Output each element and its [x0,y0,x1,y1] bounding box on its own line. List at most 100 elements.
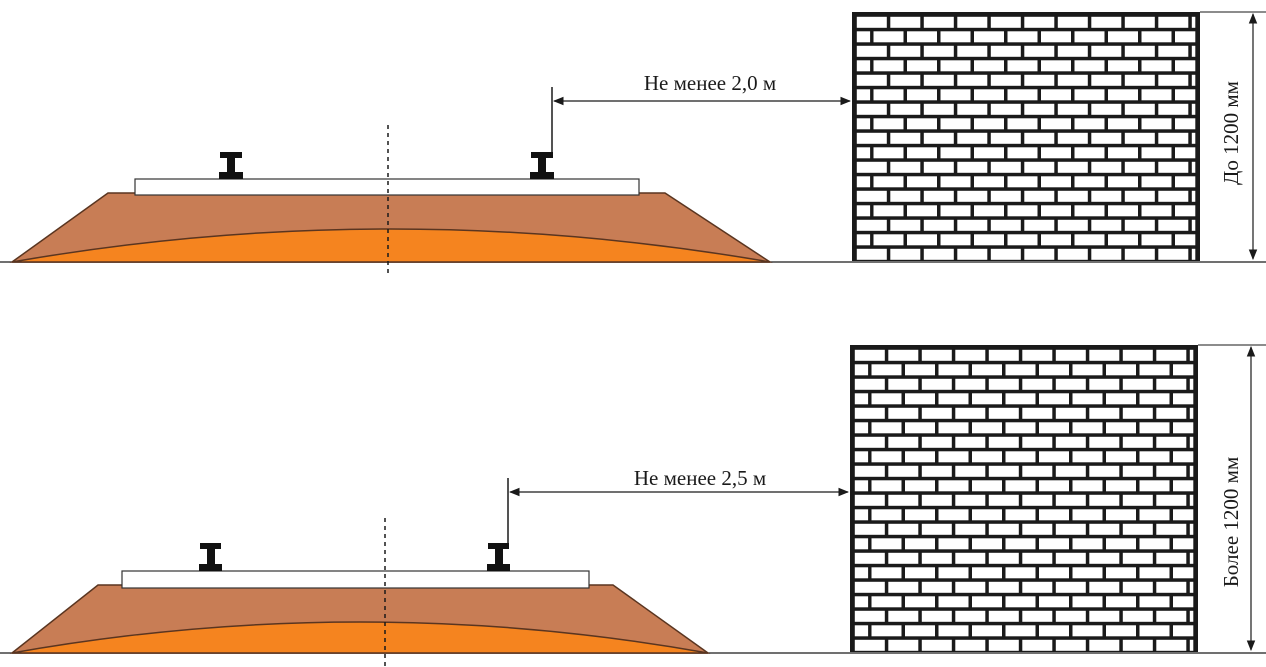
brick [1041,205,1071,217]
brick [1158,103,1189,115]
brick [1106,625,1136,637]
brick [1106,422,1136,434]
brick [988,494,1019,506]
brick [1005,480,1036,492]
brick [856,118,871,130]
brick [1039,567,1069,579]
brick [1191,103,1196,115]
brick [888,436,919,448]
brick [871,422,902,434]
brick [1156,523,1187,535]
rail-right [487,543,510,571]
brick [940,234,971,246]
brick [907,89,937,101]
brick [974,205,1004,217]
brick [1022,639,1053,651]
brick [1055,523,1086,535]
brick [1173,480,1194,492]
brick [854,422,869,434]
brick [1091,74,1122,86]
brick [1072,422,1103,434]
brick [1039,509,1069,521]
brick [871,567,902,579]
brick [1089,523,1120,535]
brick [1055,378,1086,390]
brick [1173,596,1194,608]
brick [873,176,904,188]
brick [972,596,1002,608]
brick [988,552,1019,564]
brick [1158,190,1189,202]
brick [1106,364,1136,376]
brick [1091,190,1122,202]
brick [1055,465,1086,477]
brick [1141,205,1172,217]
brick [1074,118,1105,130]
brick [905,509,935,521]
brick [1024,45,1055,57]
brick [1039,451,1069,463]
brick [907,31,937,43]
brick [974,176,1004,188]
brick [1039,393,1069,405]
brick [854,610,885,622]
brick [923,161,954,173]
brick [1024,248,1055,260]
brick [1124,45,1155,57]
brick [1122,581,1153,593]
brick [871,625,902,637]
height-label: Более 1200 мм [1219,457,1243,587]
brick [1139,451,1170,463]
brick [1057,190,1088,202]
brick [1156,494,1187,506]
brick [1007,89,1038,101]
brick [1122,552,1153,564]
brick [854,407,885,419]
brick [1057,74,1088,86]
brick [1024,103,1055,115]
brick [871,596,902,608]
brick [854,581,885,593]
brick [1089,552,1120,564]
brick [854,480,869,492]
brick [854,393,869,405]
brick [888,465,919,477]
brick [1074,60,1105,72]
brick [955,494,986,506]
brick [1175,31,1196,43]
brick [923,219,954,231]
brick [1106,567,1136,579]
brick [888,639,919,651]
brick [1039,596,1069,608]
brick [1122,436,1153,448]
brick [1173,567,1194,579]
brick [1091,16,1122,28]
brick [955,349,986,361]
brick [940,205,971,217]
brick [923,132,954,144]
brick [1005,509,1036,521]
brick [1057,103,1088,115]
brick [1106,451,1136,463]
brick [854,523,885,535]
brick [871,364,902,376]
brick [1055,407,1086,419]
brick [988,465,1019,477]
brick [854,552,885,564]
brick [888,349,919,361]
brick [1156,378,1187,390]
brick [905,422,935,434]
brick [1055,639,1086,651]
brick [1041,60,1071,72]
brick [1041,176,1071,188]
brick [940,89,971,101]
brick [854,494,885,506]
brick [1007,147,1038,159]
brick [972,393,1002,405]
brick [907,147,937,159]
brick [1156,639,1187,651]
rail-left [199,543,222,571]
brick [1089,581,1120,593]
brick [1005,422,1036,434]
brick [1108,147,1138,159]
